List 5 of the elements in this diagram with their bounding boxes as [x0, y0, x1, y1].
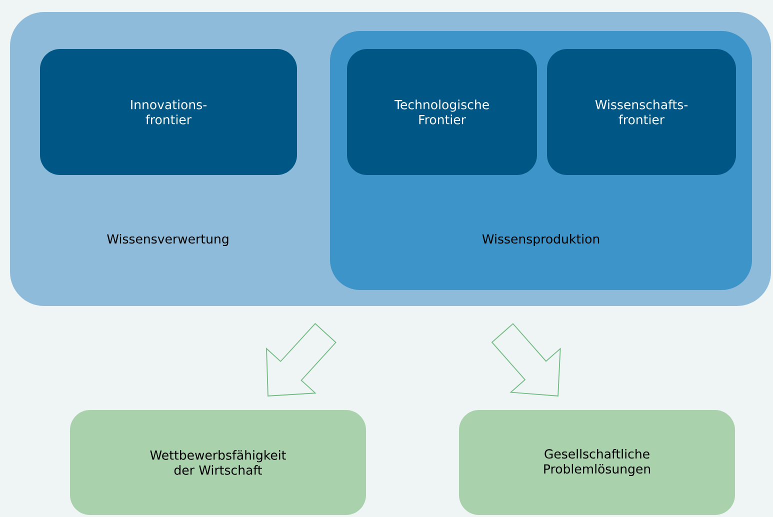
- box: Technologische Frontier: [347, 49, 537, 175]
- box: Innovations- frontier: [40, 49, 297, 175]
- box: Wissenschafts- frontier: [547, 49, 736, 175]
- box: Gesellschaftliche Problemlösungen: [459, 410, 735, 515]
- box: Wettbewerbsfähigkeit der Wirtschaft: [70, 410, 366, 515]
